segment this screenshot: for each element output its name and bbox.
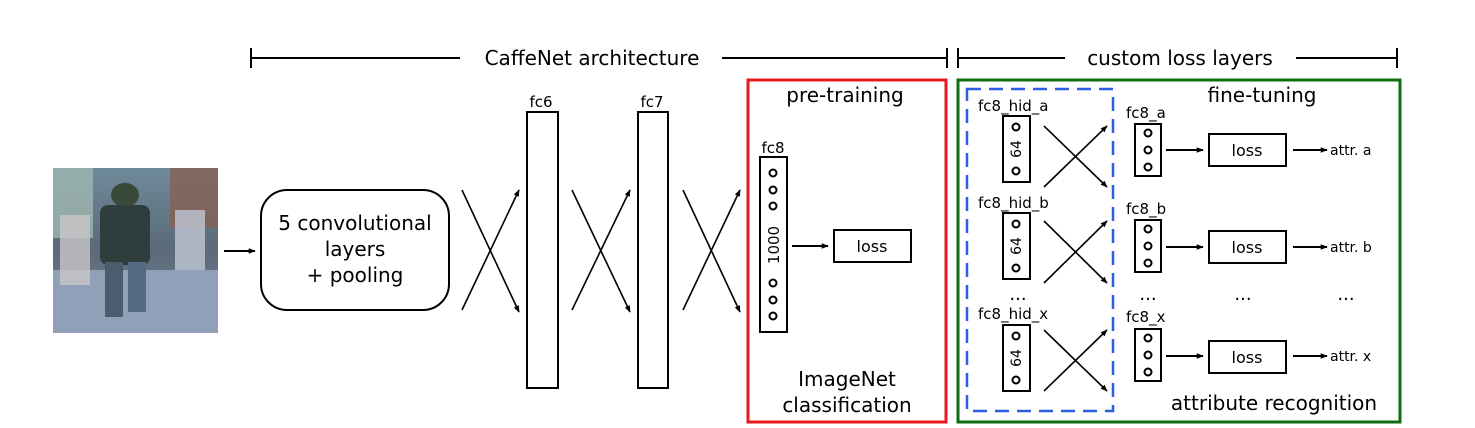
fc8-hid-b-size: 64: [1009, 237, 1025, 255]
fc8-hid-x-label: fc8_hid_x: [978, 305, 1048, 324]
branch-b-cross-arrow-up: [1043, 220, 1108, 284]
attr-b-label: attr. b: [1330, 240, 1372, 256]
ellipsis-hidden: ...: [1009, 284, 1026, 305]
fc8-size-label: 1000: [765, 226, 783, 264]
fc7-label: fc7: [640, 93, 663, 111]
branch-a-cross-arrow-up: [1043, 125, 1108, 188]
arrows-fc6-to-fc7: [571, 189, 631, 313]
arrows-conv-to-fc6: [461, 189, 520, 313]
fc8-hid-b-label: fc8_hid_b: [978, 194, 1049, 213]
finetuning-title: fine-tuning: [1208, 83, 1317, 107]
ellipsis-row: ... ... ... ...: [1009, 284, 1354, 305]
fc8-hid-a-dot-bottom: [1011, 166, 1021, 176]
fc8-a-dot-1: [1143, 128, 1153, 138]
caffenet-bracket: [250, 48, 948, 68]
conv-layers-box: [260, 189, 450, 311]
conv-text-line3: + pooling: [307, 263, 404, 287]
imagenet-caption-line1: ImageNet: [798, 367, 896, 391]
fc8-layer: 1000: [759, 156, 788, 333]
fc8-hid-x-dot-bottom: [1011, 375, 1021, 385]
attr-x-label: attr. x: [1330, 349, 1371, 365]
fc6-label: fc6: [529, 93, 552, 111]
conv-text-line2: layers: [325, 237, 386, 261]
loss-x-label: loss: [1232, 348, 1263, 367]
conv-text-line1: 5 convolutional: [278, 211, 431, 235]
ellipsis-loss: ...: [1234, 284, 1251, 305]
fc8-hid-a-dot-top: [1011, 122, 1021, 132]
fc8-x-dot-1: [1143, 333, 1153, 343]
loss-a-label: loss: [1232, 141, 1263, 160]
branch-b: fc8_hid_b 64 fc8_b loss attr. b: [978, 194, 1372, 284]
hidden-layers-dashed-frame: [965, 87, 1115, 413]
finetuning-frame: [956, 78, 1402, 424]
imagenet-caption-line2: classification: [782, 393, 911, 417]
ellipsis-attr: ...: [1337, 284, 1354, 305]
loss-b-label: loss: [1232, 238, 1263, 257]
pretraining-title: pre-training: [786, 83, 903, 107]
pretraining-loss-box: [833, 229, 912, 263]
fc8-label: fc8: [761, 139, 784, 157]
fc6-layer: [526, 111, 559, 389]
fc8-a-dot-2: [1143, 145, 1153, 155]
fc8-hid-a-label: fc8_hid_a: [978, 97, 1048, 116]
loss-x-box: [1208, 340, 1287, 374]
fc8-x-dot-3: [1143, 367, 1153, 377]
loss-a-box: [1208, 133, 1287, 167]
input-pedestrian-image: [53, 168, 218, 333]
attr-a-label: attr. a: [1330, 143, 1372, 159]
ellipsis-fc8: ...: [1139, 284, 1156, 305]
fc8-a-label: fc8_a: [1126, 104, 1166, 123]
fc8-hid-x-dot-top: [1011, 331, 1021, 341]
custom-loss-layers-label: custom loss layers: [1087, 46, 1273, 70]
fc8-b-dot-1: [1143, 224, 1153, 234]
fc8-hid-b-dot-bottom: [1011, 263, 1021, 273]
arrows-fc7-to-fc8: [682, 189, 741, 313]
attribute-recognition-caption: attribute recognition: [1171, 391, 1377, 415]
fc8-hid-a-size: 64: [1009, 140, 1025, 158]
fc7-layer: [637, 111, 669, 389]
fc8-b-label: fc8_b: [1126, 200, 1166, 219]
pretraining-loss-label: loss: [857, 237, 888, 256]
fc8-b-dot-3: [1143, 258, 1153, 268]
branch-x: fc8_hid_x 64 fc8_x loss attr. x: [978, 305, 1371, 392]
fc8-x-label: fc8_x: [1126, 308, 1166, 327]
caffenet-architecture-label: CaffeNet architecture: [485, 46, 700, 70]
branch-x-cross-arrow-up: [1043, 329, 1108, 392]
fc8-neuron-dots: [768, 168, 778, 321]
branch-a: fc8_hid_a 64 fc8_a loss attr. a: [978, 97, 1372, 188]
loss-b-box: [1208, 230, 1287, 264]
fc8-x-dot-2: [1143, 350, 1153, 360]
fc8-hid-x-size: 64: [1009, 349, 1025, 367]
custom-loss-bracket: [957, 48, 1398, 68]
fc8-a-dot-3: [1143, 162, 1153, 172]
fc8-b-dot-2: [1143, 241, 1153, 251]
fc8-hid-b-dot-top: [1011, 219, 1021, 229]
pretraining-frame: [746, 78, 948, 424]
